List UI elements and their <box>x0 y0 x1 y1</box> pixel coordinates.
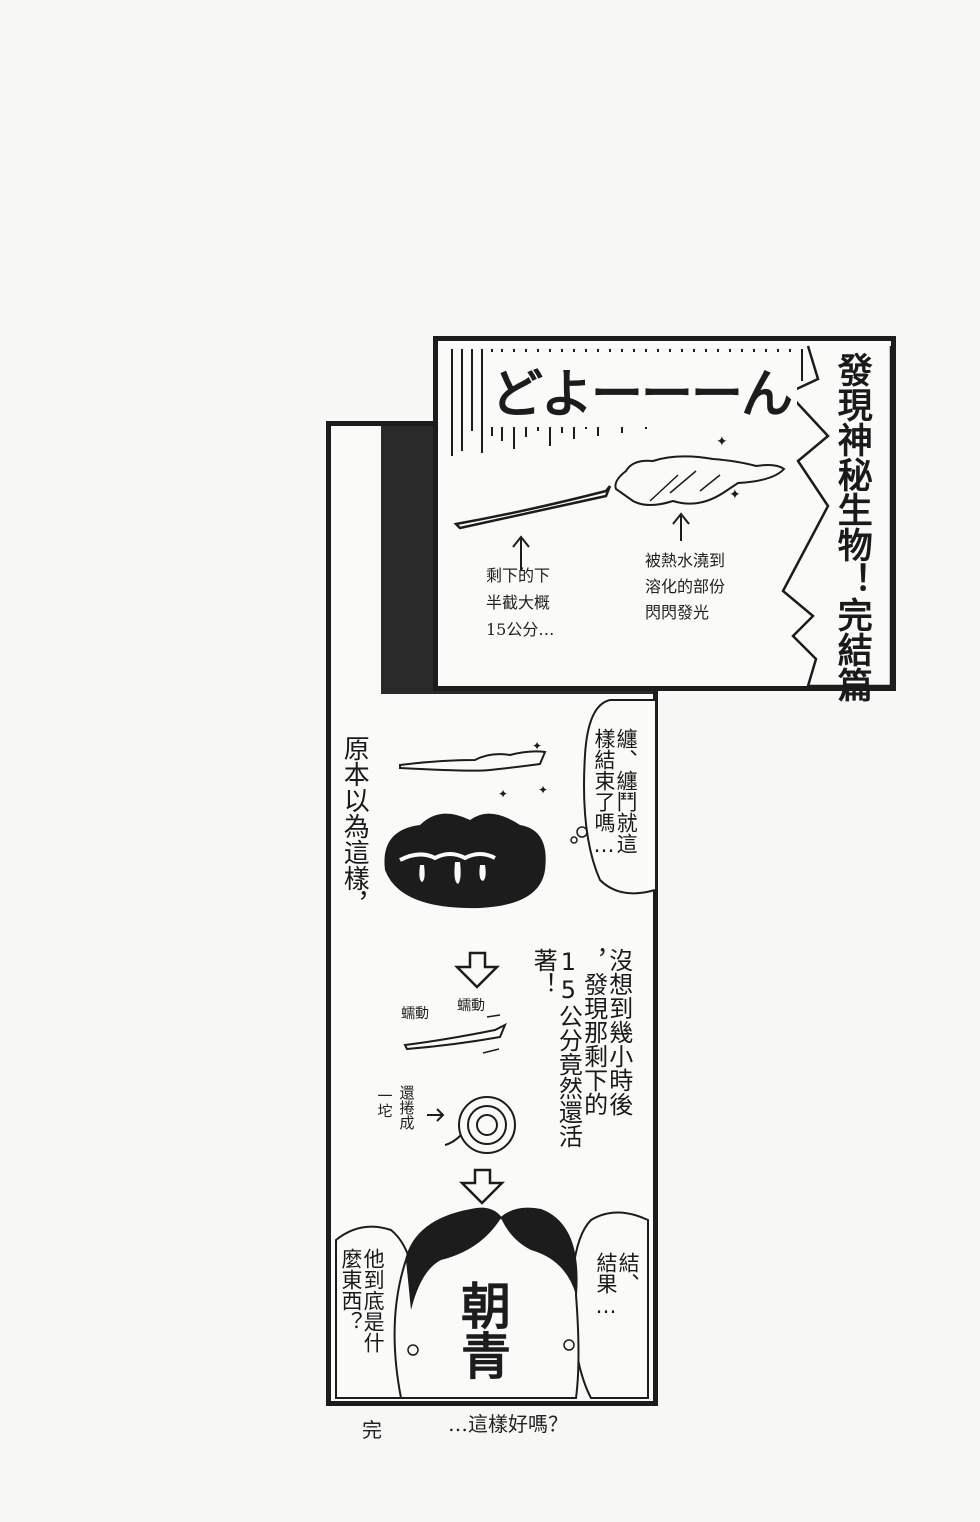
label-line: 剩下的下 <box>486 566 551 585</box>
bubble-line: 他到底是什 <box>361 1248 386 1353</box>
narration-line: ，發現那剩下的 <box>579 948 608 1116</box>
label-remaining-half: 剩下的下 半截大概 15公分… <box>486 562 554 643</box>
svg-text:✦: ✦ <box>716 434 728 450</box>
speech-bubble-1 <box>570 699 656 895</box>
face-text-asashoryu: 朝青 <box>453 1280 511 1380</box>
arrows-and-coil-art <box>403 951 516 1205</box>
label-line: 15公分… <box>486 620 555 639</box>
end-mark: 完 <box>362 1418 382 1442</box>
label-line: 閃閃發光 <box>645 603 710 622</box>
narration-line: 沒想到幾小時後 <box>604 948 633 1116</box>
narration-line: 15公分竟然還活 <box>554 948 583 1148</box>
bubble-line: 結果… <box>594 1252 619 1318</box>
svg-text:✦: ✦ <box>538 783 548 797</box>
narration-thought-so: 原本以為這樣， <box>339 735 370 917</box>
bubble-line: 麼東西？ <box>339 1248 364 1332</box>
bubble-right-text: 結、 結果… <box>594 1252 641 1318</box>
sfx-wriggle-1: 蠕動 <box>401 1006 429 1022</box>
chapter-title: 發現神秘生物！完結篇 <box>831 352 872 702</box>
sfx-doyoon: どよーーーん <box>485 352 798 427</box>
label-char: 成 <box>397 1115 416 1130</box>
svg-text:✦: ✦ <box>729 487 741 503</box>
bubble-line: 纏、纏鬥就這 <box>614 728 639 854</box>
label-char: 捲 <box>397 1100 416 1115</box>
narration-hours-later: 沒想到幾小時後 ，發現那剩下的 15公分竟然還活 著！ <box>529 948 633 1148</box>
sfx-wriggle-2: 蠕動 <box>457 998 485 1014</box>
label-melted-part: 被熱水澆到 溶化的部份 閃閃發光 <box>645 548 725 626</box>
bubble-1-text: 纏、纏鬥就這 樣結束了嗎… <box>592 728 639 857</box>
label-char: 一 <box>375 1088 394 1103</box>
bubble-left-text: 他到底是什 麼東西？ <box>339 1248 386 1353</box>
bubble-line: 樣結束了嗎… <box>592 728 617 857</box>
creature-and-head-art: ✦ ✦ ✦ <box>384 739 548 909</box>
label-line: 被熱水澆到 <box>645 551 726 570</box>
footer-caption: …這樣好嗎？ <box>448 1412 568 1436</box>
label-line: 溶化的部份 <box>645 577 726 596</box>
bottom-face-art <box>335 1207 649 1399</box>
svg-text:✦: ✦ <box>498 787 508 801</box>
narration-line: 著！ <box>529 948 558 996</box>
label-char: 還 <box>397 1085 416 1100</box>
bubble-line: 結、 <box>616 1252 641 1294</box>
label-line: 半截大概 <box>486 593 551 612</box>
label-coil-lump: 一坨 <box>375 1088 394 1118</box>
label-coil-rolled: 還捲成 <box>397 1085 416 1130</box>
label-char: 坨 <box>375 1103 394 1118</box>
svg-text:✦: ✦ <box>532 739 542 753</box>
